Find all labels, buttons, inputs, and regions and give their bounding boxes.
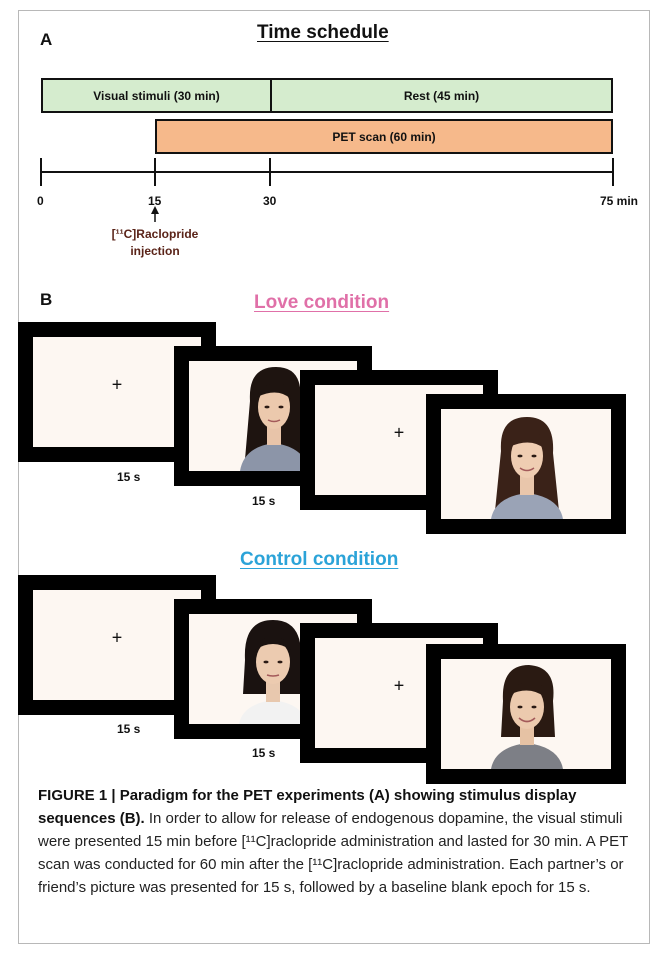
injection-label: [¹¹C]Raclopride injection — [85, 226, 225, 260]
love-slide-face-2 — [426, 394, 626, 534]
visual-stimuli-label: Visual stimuli (30 min) — [93, 88, 220, 103]
panel-a-letter: A — [40, 30, 53, 49]
rest-label: Rest (45 min) — [403, 88, 480, 103]
fixation-cross: + — [111, 627, 123, 648]
love-duration-1: 15 s — [117, 470, 141, 484]
fixation-cross: + — [393, 422, 405, 443]
pet-scan-bar: PET scan (60 min) — [155, 119, 613, 154]
fixation-cross: + — [393, 675, 405, 696]
partner-photo-1 — [234, 363, 314, 471]
caption-text: In order to allow for release of endogen… — [38, 810, 629, 896]
tick-30: 30 — [263, 194, 277, 208]
partner-photo-2 — [485, 411, 569, 519]
control-duration-1: 15 s — [117, 722, 141, 736]
control-duration-2: 15 s — [252, 746, 276, 760]
injection-arrow-icon — [151, 206, 159, 222]
fixation-cross: + — [111, 374, 123, 395]
rest-bar: Rest (45 min) — [270, 78, 613, 113]
love-duration-2: 15 s — [252, 494, 276, 508]
figure-caption: FIGURE 1 | Paradigm for the PET experime… — [38, 784, 638, 899]
control-condition-title: Control condition — [240, 549, 399, 570]
timeline-axis — [40, 158, 614, 222]
caption-bold: FIGURE 1 | Paradigm for the PET experime… — [38, 787, 577, 827]
pet-scan-label: PET scan (60 min) — [332, 129, 436, 144]
tick-15: 15 — [148, 194, 162, 208]
tick-75: 75 min — [600, 194, 639, 208]
tick-0: 0 — [37, 194, 44, 208]
friend-photo-1 — [231, 616, 315, 724]
panel-a-title: Time schedule — [257, 22, 389, 43]
friend-photo-2 — [485, 661, 569, 769]
injection-line-2: injection — [130, 244, 180, 258]
injection-line-1: [¹¹C]Raclopride — [111, 227, 199, 241]
love-condition-title: Love condition — [254, 292, 390, 313]
control-slide-face-2 — [426, 644, 626, 784]
panel-b-letter: B — [40, 290, 53, 309]
